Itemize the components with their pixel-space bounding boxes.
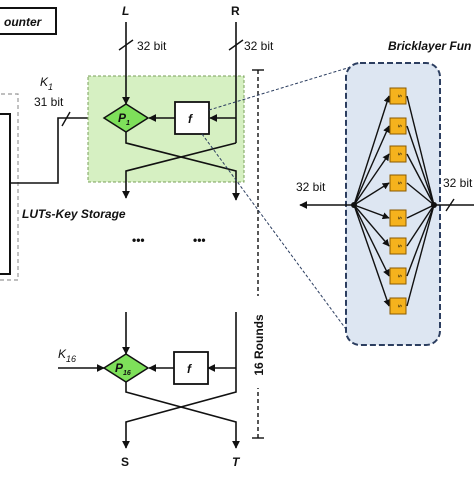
L-slash [118,39,134,51]
fan-lines [353,95,435,307]
f1-box [174,101,210,135]
sbox [389,87,407,105]
key-storage-inner [0,113,11,275]
sbox [389,174,407,192]
sbox [389,145,407,163]
bricklayer-title: Bricklayer Fun [388,39,471,53]
sbox [389,267,407,285]
k16-label: K16 [58,347,76,364]
bricklayer-input-slash [445,198,455,212]
round1-cross-b [122,142,237,199]
rounds-label: 16 Rounds [252,314,266,376]
bricklayer-input-bitwidth: 32 bit [443,176,473,190]
k1-bitwidth: 31 bit [34,95,64,109]
k1-label: K1 [40,75,53,92]
sbox [389,117,407,135]
dots-right: ••• [193,233,206,247]
f16-label: f [187,362,192,376]
callout-line-top [208,65,355,111]
sbox [389,237,407,255]
f16-box [173,351,209,385]
bricklayer-output-bitwidth: 32 bit [296,180,326,194]
counter-box [0,7,57,35]
counter-label: ounter [4,15,43,29]
round16-cross-a [125,382,240,449]
sbox-label: s [396,305,402,308]
R-bitwidth: 32 bit [244,39,274,53]
p16-label: P16 [115,361,131,377]
sbox-label: s [396,275,402,278]
output-T: T [232,455,241,469]
luts-label: LUTs-Key Storage [22,207,126,221]
sbox [389,209,407,227]
k1-slash [61,111,71,127]
sbox-label: s [396,245,402,248]
k1-line [10,114,105,184]
sbox-label: s [396,217,402,220]
sbox [389,297,407,315]
p16-diamond [102,353,150,383]
callout-line-bottom [201,133,355,341]
sbox-column: s s s s s s s s [389,87,407,315]
p1-label: P1 [118,111,130,127]
label-L: L [122,4,129,18]
sbox-label: s [396,95,402,98]
f1-label: f [188,112,193,126]
round16-cross-b [122,386,237,449]
rounds-label-bg [249,296,267,388]
R-slash [228,39,244,51]
round1-box [87,75,245,183]
output-S: S [121,455,129,469]
dots-left: ••• [132,233,145,247]
L-bitwidth: 32 bit [137,39,167,53]
sbox-label: s [396,153,402,156]
sbox-label: s [396,182,402,185]
label-R: R [231,4,240,18]
sbox-label: s [396,125,402,128]
